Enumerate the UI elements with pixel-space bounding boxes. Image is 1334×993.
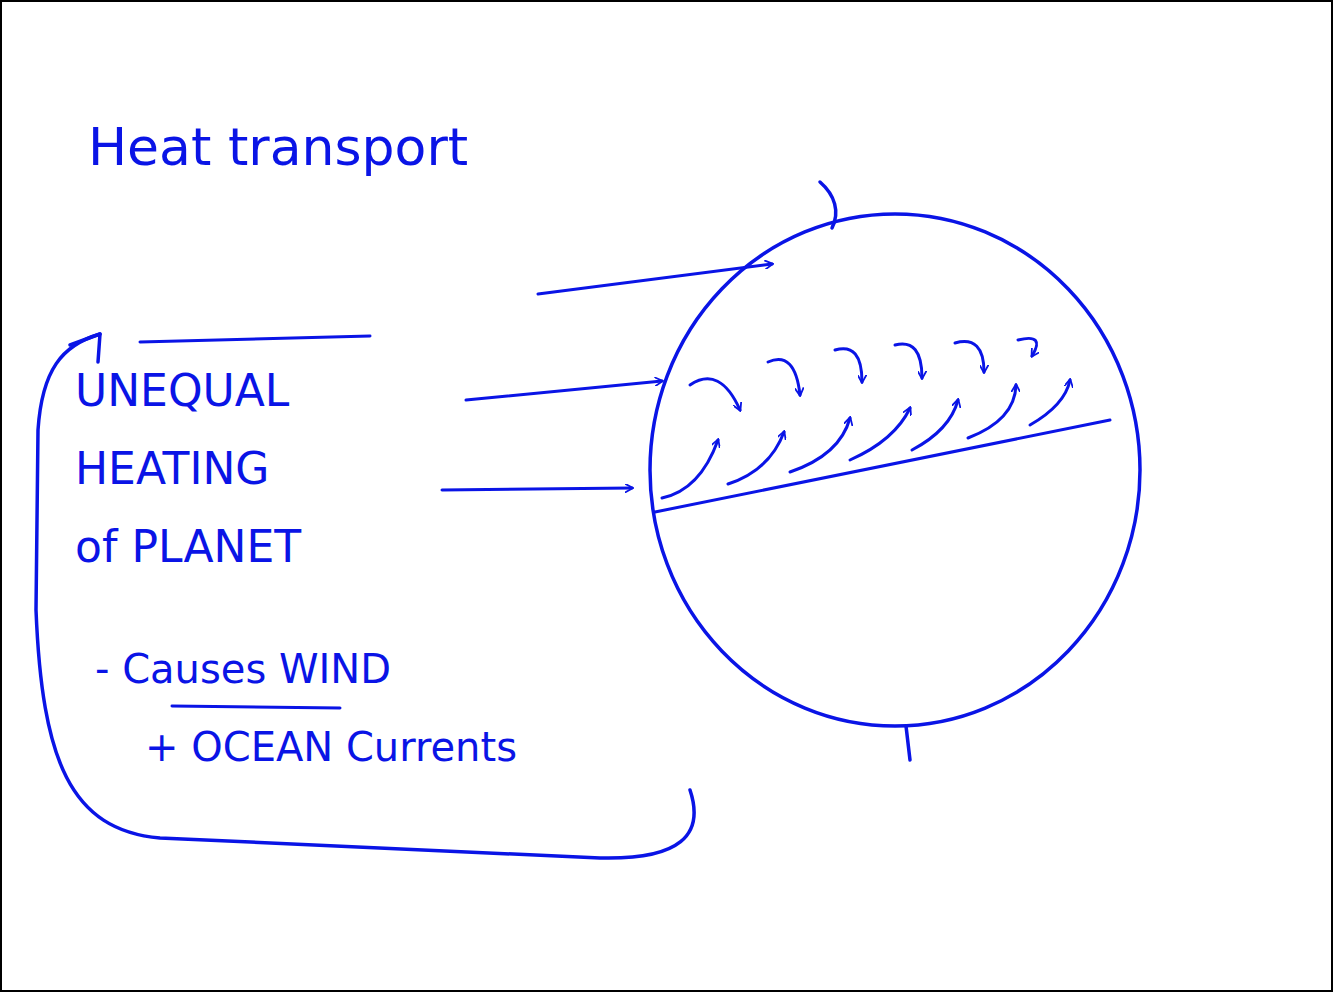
leader-arrow	[442, 488, 632, 490]
planet-circle	[650, 214, 1140, 726]
heat-arrow	[1018, 338, 1037, 356]
heat-arrow	[790, 418, 850, 472]
pole-mark	[820, 182, 836, 228]
underline	[172, 706, 340, 708]
heat-arrow	[768, 359, 800, 395]
wrap-spacer	[415, 630, 555, 631]
bracket	[36, 334, 694, 858]
leader-arrow	[466, 381, 662, 400]
leader-arrow	[538, 264, 772, 294]
heat-arrow	[912, 400, 958, 450]
handwritten-note: - Causes WIND + OCEAN Currents	[95, 630, 555, 786]
heat-arrow	[850, 408, 910, 460]
heat-arrow	[968, 385, 1016, 438]
pole-mark	[906, 726, 910, 760]
heat-arrow	[728, 432, 784, 484]
heat-arrow	[835, 349, 862, 382]
heat-arrow	[1030, 380, 1070, 425]
handwritten-note: Heat transport	[88, 112, 548, 182]
surface-line	[655, 420, 1110, 512]
heat-arrow	[895, 344, 922, 378]
heat-arrow	[690, 379, 740, 410]
underline	[140, 336, 370, 342]
heat-arrow	[955, 342, 984, 372]
heat-arrow	[662, 440, 718, 498]
arrow-head	[70, 334, 100, 362]
handwritten-note: UNEQUAL HEATING of PLANET	[75, 352, 315, 586]
